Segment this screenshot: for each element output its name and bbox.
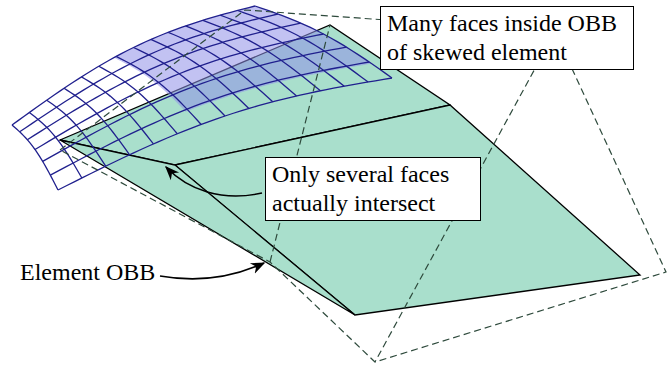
annotation-label: Element OBB <box>20 258 155 287</box>
callout-box: Many faces inside OBB of skewed element <box>380 6 634 70</box>
mesh-line <box>255 6 392 78</box>
mesh-line <box>47 100 106 166</box>
mesh-line <box>43 47 347 161</box>
callout-box: Only several faces actually intersect <box>265 157 481 221</box>
callout-text: Only several faces actually intersect <box>272 160 474 218</box>
mesh-line <box>20 14 278 132</box>
mesh-line <box>12 6 255 125</box>
mesh-shade <box>114 6 371 112</box>
leader-arrow <box>166 167 262 196</box>
leader-arrow <box>160 263 264 279</box>
callout-text: Many faces inside OBB of skewed element <box>387 9 627 67</box>
mesh-line <box>27 23 300 140</box>
mesh-line <box>238 10 369 82</box>
